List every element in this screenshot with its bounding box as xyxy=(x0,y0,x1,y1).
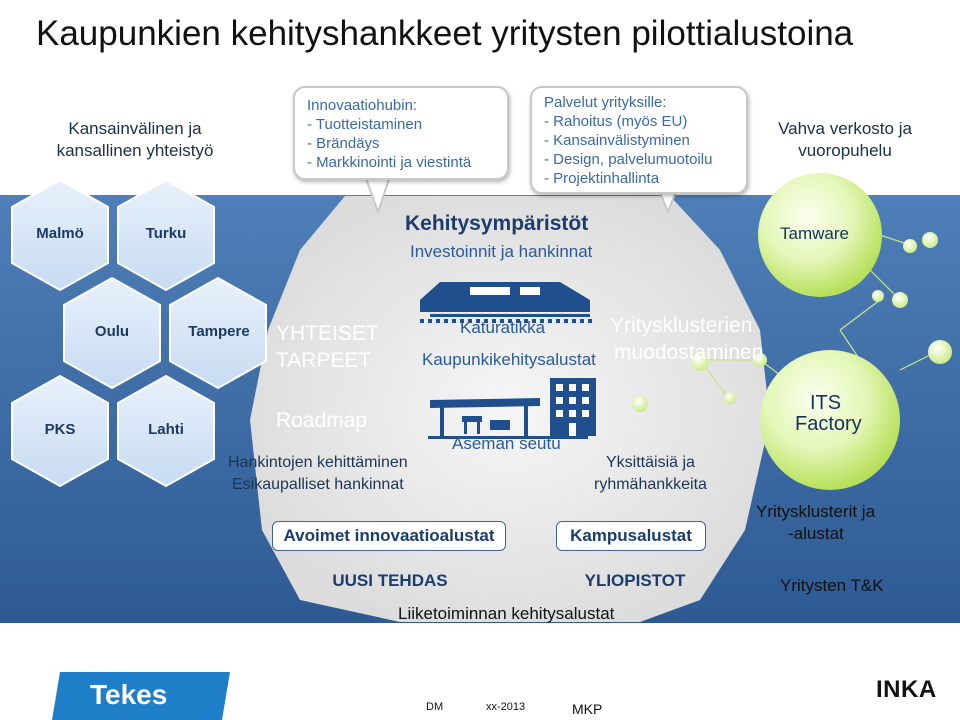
cluster-formation-line-1: Yritysklusterien xyxy=(610,314,753,337)
roadmap-label: Roadmap xyxy=(276,409,368,432)
hex-label-pks: PKS xyxy=(44,421,76,438)
hexagon-oulu xyxy=(63,276,161,390)
page-title: Kaupunkien kehityshankkeet yritysten pil… xyxy=(36,14,854,53)
center-area xyxy=(250,196,770,622)
innovation-hub-line-2: - Tuotteistaminen xyxy=(307,116,423,133)
development-environments-heading: Kehitysympäristöt xyxy=(405,212,589,235)
company-services-line-2: - Rahoitus (myös EU) xyxy=(544,113,688,130)
innovation-hub-line-3: - Brändäys xyxy=(307,135,380,152)
company-services-line-4: - Design, palvelumuotoilu xyxy=(544,151,713,168)
inka-logo: INKA xyxy=(876,676,937,703)
bubble-its-factory xyxy=(760,350,900,490)
tekes-logo-text: Tekes xyxy=(90,679,168,710)
hexagon-turku xyxy=(117,178,215,292)
tekes-logo xyxy=(52,672,230,720)
common-needs-line-2: TARPEET xyxy=(276,349,372,372)
urban-development-platforms-label: Kaupunkikehitysalustat xyxy=(422,350,596,369)
international-cooperation-label: Kansainvälinen ja kansallinen yhteistyö xyxy=(56,119,214,160)
its-factory-line-2: Factory xyxy=(795,413,862,435)
company-clusters-line-2: -alustat xyxy=(788,524,844,543)
precommercial-procurement-label: Esikaupalliset hankinnat xyxy=(232,476,404,493)
hexagon-malmo xyxy=(11,178,109,292)
campus-platforms-box: Kampusalustat xyxy=(556,521,706,551)
investments-subheading: Investoinnit ja hankinnat xyxy=(410,242,593,261)
company-clusters-line-1: Yritysklusterit ja xyxy=(756,502,876,521)
hexagon-lahti xyxy=(117,374,215,488)
company-services-callout: Palvelut yrityksille: - Rahoitus (myös E… xyxy=(530,86,748,194)
company-services-line-5: - Projektinhallinta xyxy=(544,170,660,187)
procurement-development-label: Hankintojen kehittäminen xyxy=(228,454,408,471)
katuratikka-label: Katuratikka xyxy=(460,318,546,337)
company-rnd-label: Yritysten T&K xyxy=(780,576,884,595)
strong-network-text: Vahva verkosto ja vuoropuhelu xyxy=(760,118,930,162)
station-area-label: Aseman seutu xyxy=(452,434,561,453)
international-cooperation-text: Kansainvälinen ja kansallinen yhteistyö xyxy=(40,118,230,162)
company-services-line-3: - Kansainvälistyminen xyxy=(544,132,690,149)
open-innovation-platforms-box: Avoimet innovaatioalustat xyxy=(272,521,506,551)
tram-icon xyxy=(420,282,592,323)
business-development-platforms-label: Liiketoiminnan kehitysalustat xyxy=(398,604,615,623)
universities-label: YLIOPISTOT xyxy=(584,571,686,590)
hex-label-lahti: Lahti xyxy=(148,421,184,438)
hex-label-tampere: Tampere xyxy=(188,323,250,340)
hexagon-tampere xyxy=(169,276,267,390)
company-services-line-1: Palvelut yrityksille: xyxy=(544,94,667,111)
footer-dm: DM xyxy=(426,701,444,713)
hex-label-oulu: Oulu xyxy=(94,323,130,340)
cluster-formation-line-2: muodostaminen xyxy=(614,341,764,364)
its-factory-line-1: ITS xyxy=(810,392,842,414)
innovation-hub-line-4: - Markkinointi ja viestintä xyxy=(307,154,472,171)
innovation-hub-callout: Innovaatiohubin: - Tuotteistaminen - Brä… xyxy=(293,86,509,180)
hexagon-pks xyxy=(11,374,109,488)
single-group-projects-line-2: ryhmähankkeita xyxy=(594,476,707,493)
single-group-projects-line-1: Yksittäisiä ja xyxy=(606,454,695,471)
strong-network-label: Vahva verkosto ja vuoropuhelu xyxy=(778,119,912,160)
footer-date: xx-2013 xyxy=(486,701,526,713)
innovation-hub-line-1: Innovaatiohubin: xyxy=(307,97,418,114)
hex-label-malmo: Malmö xyxy=(36,225,84,242)
tamware-label: Tamware xyxy=(780,224,849,243)
footer-mkp: MKP xyxy=(572,701,603,717)
common-needs-line-1: YHTEISET xyxy=(276,322,379,345)
bubble-tamware xyxy=(758,173,882,297)
hex-label-turku: Turku xyxy=(145,225,187,242)
new-factory-label: UUSI TEHDAS xyxy=(332,571,448,590)
station-icon xyxy=(428,378,596,439)
